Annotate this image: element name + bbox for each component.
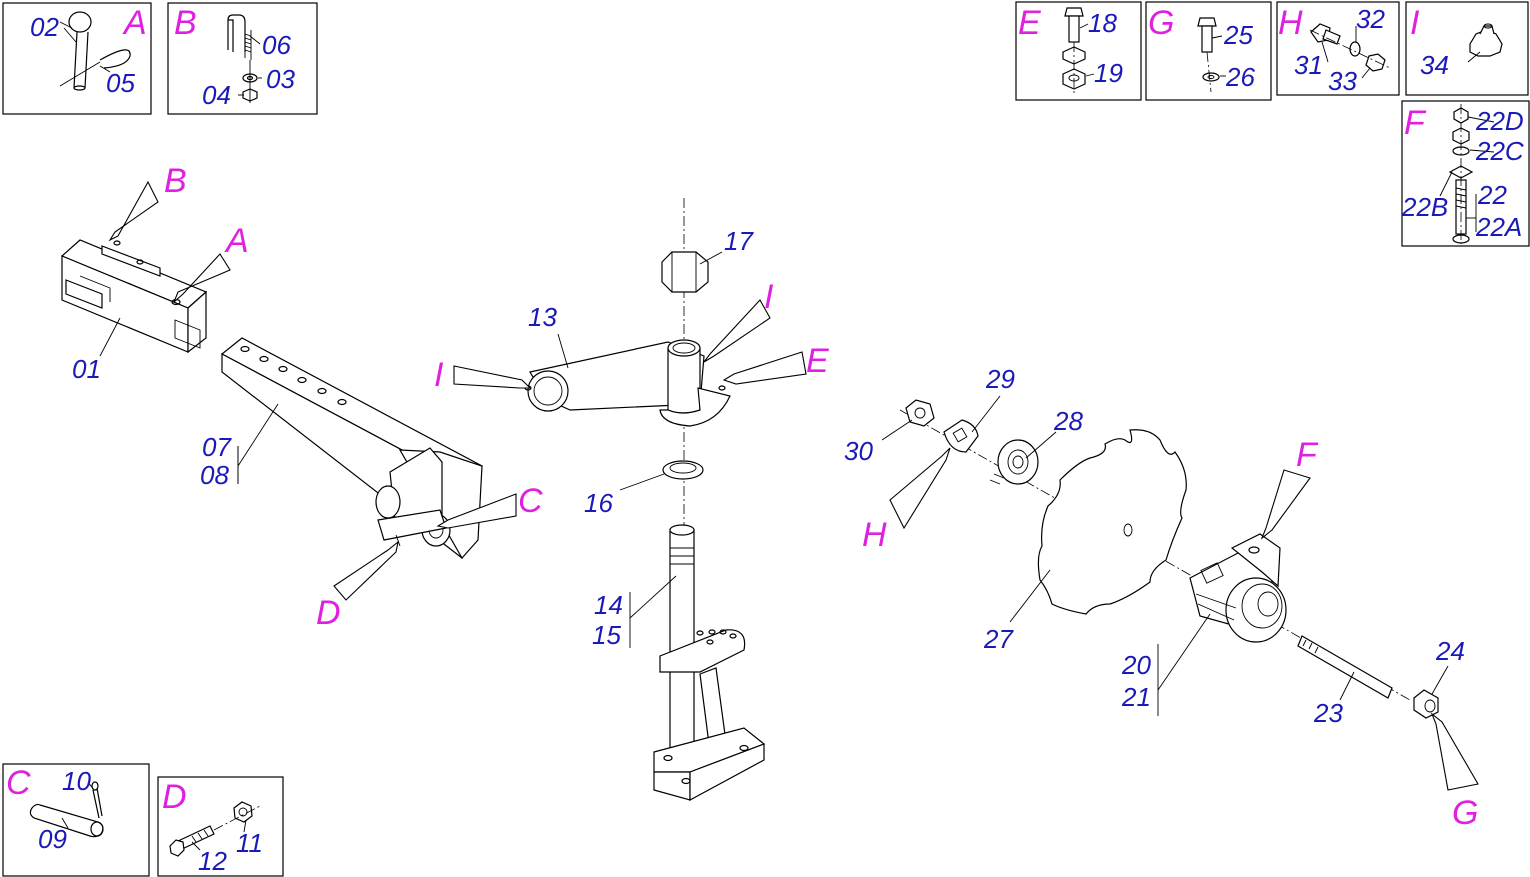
label-13: 13 <box>528 302 557 332</box>
part-01-square-tube <box>60 239 208 354</box>
callout-i-left: I <box>434 356 444 394</box>
box-letter-c: C <box>6 764 31 802</box>
part-29-lock-plate <box>943 419 979 453</box>
label-03: 03 <box>266 64 295 94</box>
label-09: 09 <box>38 824 67 854</box>
label-22b: 22B <box>1401 192 1448 222</box>
label-02: 02 <box>30 12 59 42</box>
callout-h: H <box>862 516 887 554</box>
box-letter-f: F <box>1404 104 1427 142</box>
label-17: 17 <box>724 226 754 256</box>
label-34: 34 <box>1420 50 1449 80</box>
detail-box-e <box>1015 1 1142 101</box>
leader-lines <box>59 21 1495 851</box>
label-21: 21 <box>1121 682 1151 712</box>
part-17-nut <box>661 251 709 293</box>
callout-letters: A B C D E G H I F B A C D I I E H F G <box>6 4 1478 832</box>
callout-g: G <box>1452 794 1478 832</box>
part-07-08-arm <box>220 337 484 560</box>
callout-i-top: I <box>764 278 774 316</box>
box-letter-a: A <box>122 4 147 42</box>
part-20-21-bearing-housing <box>1189 533 1287 643</box>
detail-box-h <box>1276 1 1400 96</box>
label-32: 32 <box>1356 4 1385 34</box>
label-28: 28 <box>1053 406 1083 436</box>
part-16-washer <box>662 460 704 480</box>
label-23: 23 <box>1313 698 1343 728</box>
label-31: 31 <box>1294 50 1323 80</box>
callout-a: A <box>224 222 249 260</box>
label-22: 22 <box>1477 180 1507 210</box>
label-07: 07 <box>202 432 232 462</box>
label-10: 10 <box>62 766 91 796</box>
label-22d: 22D <box>1475 106 1524 136</box>
detail-box-f <box>1401 100 1530 247</box>
box-letter-h: H <box>1278 4 1303 42</box>
detail-box-i <box>1405 1 1529 96</box>
label-25: 25 <box>1223 20 1253 50</box>
part-number-labels: 02 05 06 03 04 10 09 11 12 18 19 25 26 3… <box>30 4 1524 876</box>
part-24-cap <box>1413 689 1439 719</box>
label-27: 27 <box>983 624 1014 654</box>
detail-box-c <box>2 763 150 877</box>
part-28-bearing-plate <box>989 439 1039 485</box>
box-letter-d: D <box>162 778 187 816</box>
detail-box-a <box>2 2 152 115</box>
part-27-notched-disc <box>1037 429 1187 615</box>
label-22a: 22A <box>1475 212 1522 242</box>
part-23-shaft <box>1297 635 1393 699</box>
detail-box-d <box>157 776 284 877</box>
box-letter-e: E <box>1018 4 1041 42</box>
label-26: 26 <box>1225 62 1255 92</box>
label-01: 01 <box>72 354 101 384</box>
callout-c: C <box>518 482 543 520</box>
callout-e: E <box>806 342 829 380</box>
detail-box-b <box>167 2 318 115</box>
label-04: 04 <box>202 80 231 110</box>
part-13-tube-arm <box>524 198 731 525</box>
part-14-15-post <box>653 524 766 802</box>
callout-f: F <box>1296 436 1319 474</box>
label-05: 05 <box>106 68 135 98</box>
label-12: 12 <box>198 846 227 876</box>
callout-d: D <box>316 594 341 632</box>
box-letter-i: I <box>1410 4 1420 42</box>
callout-b: B <box>164 162 187 200</box>
label-19: 19 <box>1094 58 1123 88</box>
callout-arrows <box>108 180 1479 791</box>
label-15: 15 <box>592 620 621 650</box>
label-30: 30 <box>844 436 873 466</box>
label-20: 20 <box>1121 650 1151 680</box>
label-14: 14 <box>594 590 623 620</box>
label-16: 16 <box>584 488 613 518</box>
box-letter-g: G <box>1148 4 1174 42</box>
label-22c: 22C <box>1475 136 1524 166</box>
label-33: 33 <box>1328 66 1357 96</box>
label-24: 24 <box>1435 636 1465 666</box>
box-letter-b: B <box>174 4 197 42</box>
label-18: 18 <box>1088 8 1117 38</box>
part-30-nut <box>905 399 935 427</box>
label-06: 06 <box>262 30 291 60</box>
label-11: 11 <box>236 828 263 858</box>
label-29: 29 <box>985 364 1015 394</box>
detail-box-g <box>1145 1 1272 101</box>
label-08: 08 <box>200 460 229 490</box>
